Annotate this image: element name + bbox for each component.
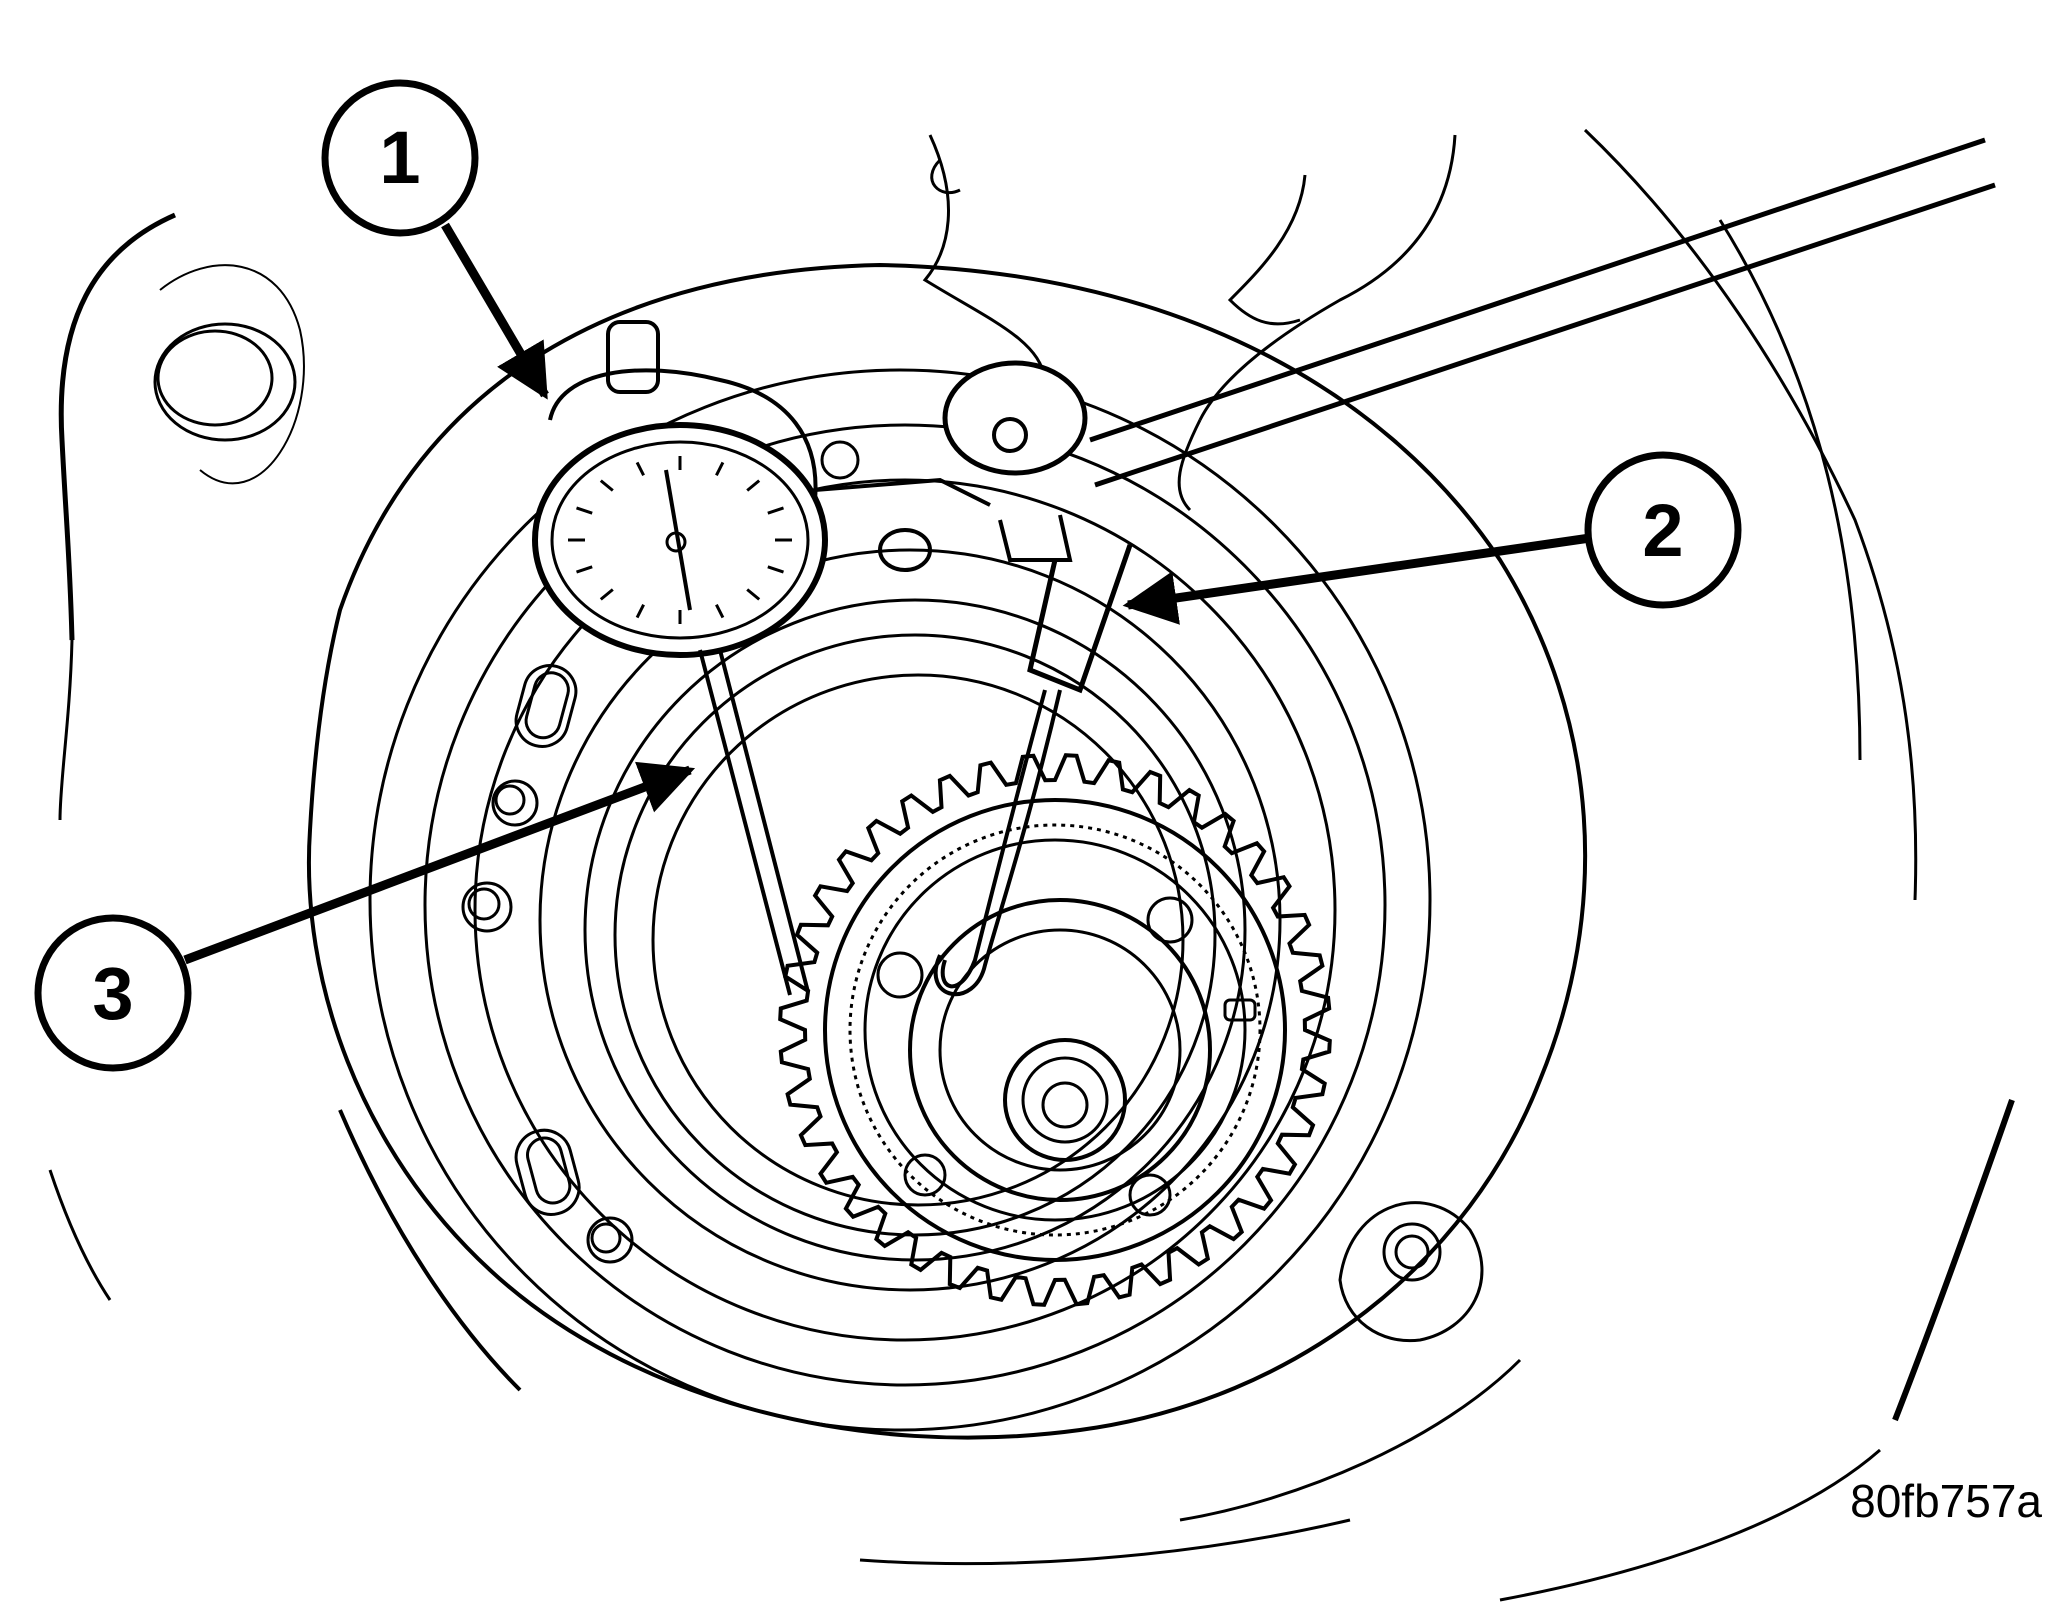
callout-2: 2 — [1122, 451, 1742, 625]
dial-tick — [746, 479, 761, 492]
transmission-housing — [48, 128, 2015, 1602]
technician-hands — [922, 134, 1457, 512]
dial-tick — [599, 588, 614, 601]
callout-3: 3 — [34, 761, 696, 1072]
dial-tick — [746, 588, 761, 601]
dial-tick — [635, 604, 645, 619]
dial-tick — [576, 565, 593, 574]
dial-tick — [767, 565, 784, 574]
dial-tick — [715, 604, 725, 619]
case-rings — [306, 262, 1588, 1440]
dial-tick — [576, 506, 593, 515]
dial-indicator — [532, 320, 991, 996]
callout-2-label: 2 — [1642, 489, 1683, 572]
callout-1-label: 1 — [379, 116, 420, 199]
planetary-gear-set — [778, 753, 1332, 1307]
pry-tool — [933, 137, 1996, 997]
figure-id: 80fb757a — [1850, 1475, 2042, 1527]
dial-tick — [635, 461, 645, 476]
mount-boss — [1338, 1201, 1484, 1343]
dial-tick — [599, 479, 614, 492]
dial-tick — [715, 461, 725, 476]
callout-3-label: 3 — [92, 952, 133, 1035]
housing-bolt-hole — [153, 264, 305, 485]
callout-1: 1 — [321, 79, 549, 400]
dial-tick — [767, 506, 784, 515]
case-ports — [461, 440, 860, 1264]
